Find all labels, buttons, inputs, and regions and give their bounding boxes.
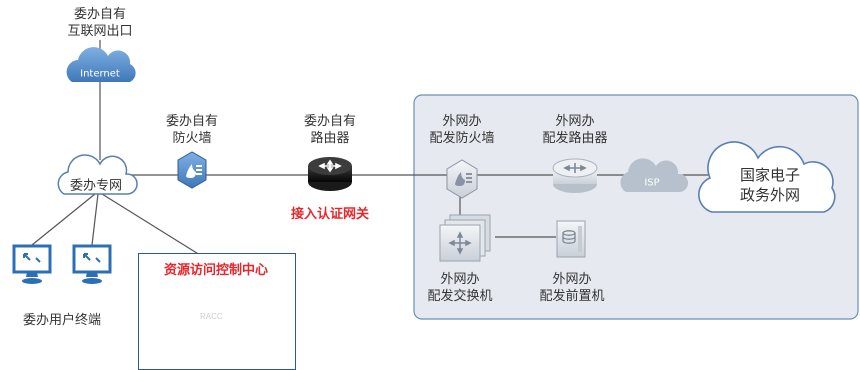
ext-router-label-line1: 外网办 <box>555 114 595 129</box>
ext-frontend-server-icon <box>556 220 586 258</box>
internet-cloud-icon <box>66 47 136 82</box>
gov-net-label-line1: 国家电子 <box>739 166 801 184</box>
ext-firewall-label-line1: 外网办 <box>442 114 482 129</box>
ext-frontend-label-line1: 外网办 <box>552 272 592 287</box>
firewall-label: 委办自有 防火墙 <box>166 113 218 147</box>
monitor-icon <box>72 244 112 284</box>
firewall-icon <box>177 151 207 189</box>
router-label-line2: 路由器 <box>310 131 350 146</box>
isp-cloud-icon <box>620 158 689 192</box>
gov-net-label-line2: 政务外网 <box>739 186 801 204</box>
internet-exit-label-line1: 委办自有 <box>73 7 127 22</box>
ext-switch-icon <box>439 214 491 262</box>
firewall-label-line2: 防火墙 <box>172 131 212 146</box>
monitor-icon <box>12 244 52 284</box>
ext-switch-label: 外网办 配发交换机 <box>427 271 492 305</box>
gov-net-label: 国家电子 政务外网 <box>740 165 800 205</box>
router-label-line1: 委办自有 <box>303 114 357 129</box>
ext-router-icon <box>552 158 598 193</box>
router-label: 委办自有 路由器 <box>304 113 356 147</box>
ext-firewall-icon <box>446 159 478 199</box>
internet-cloud-text: Internet <box>80 68 120 80</box>
user-terminals-label: 委办用户终端 <box>22 313 102 328</box>
gov-net-cloud-icon <box>698 141 836 213</box>
ext-firewall-label-line2: 配发防火墙 <box>429 131 495 146</box>
isp-cloud-text: ISP <box>644 177 660 189</box>
private-net-cloud-text: 委办专网 <box>69 178 123 194</box>
router-icon <box>308 157 352 191</box>
ext-firewall-label: 外网办 配发防火墙 <box>429 113 494 147</box>
ext-switch-label-line1: 外网办 <box>440 272 480 287</box>
internet-exit-label: 委办自有 互联网出口 <box>67 6 132 40</box>
internet-exit-label-line2: 互联网出口 <box>67 24 133 39</box>
private-net-cloud-icon <box>57 154 138 195</box>
ext-frontend-label: 外网办 配发前置机 <box>539 271 604 305</box>
access-center-label: 资源访问控制中心 <box>163 263 269 278</box>
racc-device-text: RACC <box>200 312 223 321</box>
ext-router-label: 外网办 配发路由器 <box>542 113 607 147</box>
ext-switch-label-line2: 配发交换机 <box>427 289 493 304</box>
ext-router-label-line2: 配发路由器 <box>542 131 608 146</box>
ext-frontend-label-line2: 配发前置机 <box>539 289 605 304</box>
gateway-label: 接入认证网关 <box>290 207 370 222</box>
firewall-label-line1: 委办自有 <box>165 114 219 129</box>
